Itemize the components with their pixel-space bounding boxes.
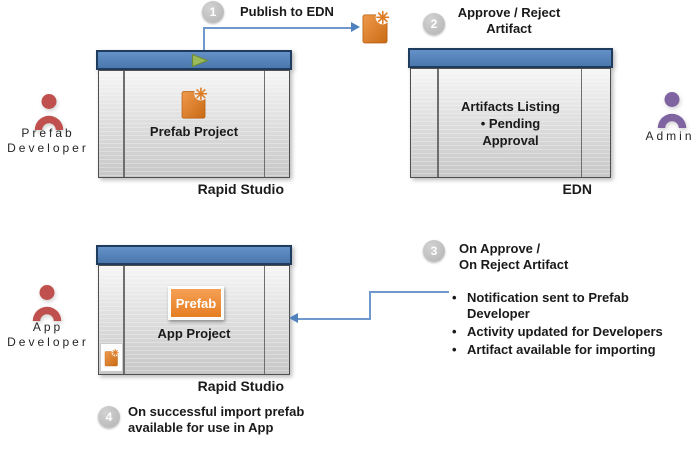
panel-divider: [263, 71, 265, 177]
rapid-studio-bottom-body: Prefab App Project: [98, 265, 290, 375]
prefab-developer-person-icon: [34, 94, 64, 130]
panel-divider: [123, 71, 125, 177]
rapid-studio-top-window: Prefab Project: [96, 50, 292, 178]
note-item: • Activity updated for Developers: [452, 324, 680, 340]
app-developer-person-icon: [32, 285, 62, 321]
step-3-badge: 3: [423, 240, 445, 262]
new-artifact-document-icon: [181, 86, 208, 119]
prefab-project-label: Prefab Project: [149, 123, 239, 139]
panel-divider: [263, 266, 265, 374]
play-icon: [191, 53, 209, 68]
bullet-icon: •: [452, 342, 457, 357]
rapid-studio-bottom-window: Prefab App Project: [96, 245, 292, 375]
edn-body: Artifacts Listing • Pending Approval: [410, 68, 611, 178]
rapid-studio-bottom-titlebar: [96, 245, 292, 265]
step-4-badge: 4: [98, 406, 120, 428]
imported-artifact-document-icon: [104, 349, 119, 367]
prefab-chip: Prefab: [168, 286, 224, 320]
step-2-label: Approve / Reject Artifact: [457, 5, 561, 36]
step-4-label: On successful import prefab available fo…: [128, 404, 305, 435]
notify-connector-vertical: [369, 291, 371, 320]
admin-label: Admin: [645, 129, 695, 143]
bullet-icon: •: [452, 324, 457, 339]
admin-person-icon: [657, 92, 687, 128]
rapid-studio-top-titlebar: [96, 50, 292, 70]
step-2-badge: 2: [423, 13, 445, 35]
note-text: Notification sent to Prefab Developer: [467, 290, 629, 321]
publish-arrowhead-icon: [351, 22, 360, 32]
artifacts-listing-label: Artifacts Listing • Pending Approval: [461, 98, 560, 148]
prefab-developer-label: Prefab Developer: [7, 126, 89, 155]
publish-connector-vertical: [203, 28, 205, 50]
panel-divider: [437, 69, 439, 177]
edn-titlebar: [408, 48, 613, 68]
note-item: • Artifact available for importing: [452, 342, 680, 358]
edn-caption: EDN: [562, 181, 592, 197]
step-1-label: Publish to EDN: [240, 4, 334, 19]
rapid-studio-top-body: Prefab Project: [98, 70, 290, 178]
published-artifact-document-icon: [362, 10, 390, 44]
notify-arrowhead-icon: [289, 313, 298, 323]
bullet-icon: •: [452, 290, 457, 305]
publish-connector-horizontal: [203, 27, 351, 29]
note-item: • Notification sent to Prefab Developer: [452, 290, 680, 322]
step-3-label: On Approve / On Reject Artifact: [459, 241, 569, 272]
panel-divider: [580, 69, 582, 177]
imported-artifact-tray: [100, 343, 123, 372]
panel-divider: [123, 266, 125, 374]
step-3-notes-list: • Notification sent to Prefab Developer …: [452, 290, 680, 360]
rapid-studio-bottom-caption: Rapid Studio: [197, 378, 284, 394]
notify-connector-horizontal-top: [369, 291, 449, 293]
note-text: Activity updated for Developers: [467, 324, 663, 339]
app-project-label: App Project: [157, 326, 231, 341]
step-1-badge: 1: [202, 1, 224, 23]
note-text: Artifact available for importing: [467, 342, 656, 357]
edn-window: Artifacts Listing • Pending Approval: [408, 48, 613, 178]
notify-connector-horizontal-bottom: [298, 318, 371, 320]
rapid-studio-top-caption: Rapid Studio: [197, 181, 284, 197]
app-developer-label: App Developer: [7, 320, 89, 349]
